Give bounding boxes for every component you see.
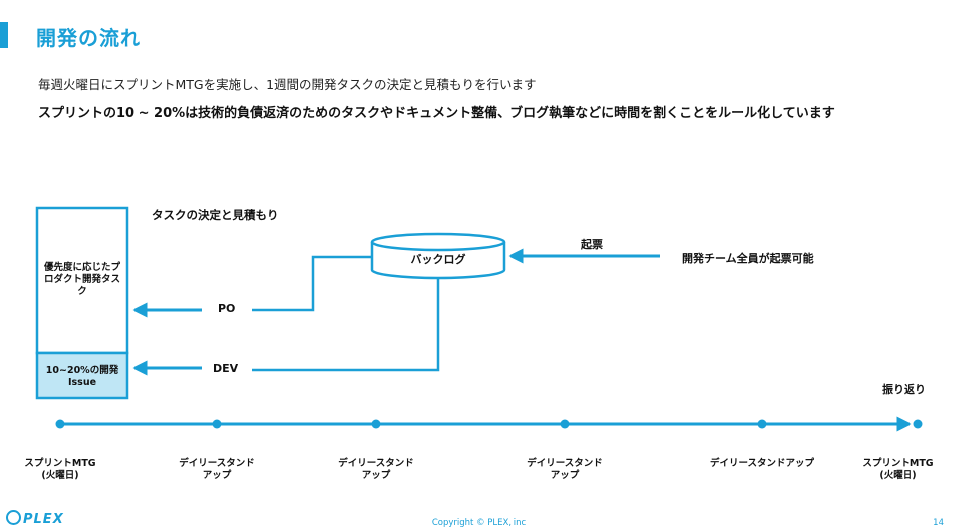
logo-text: PLEX: [23, 512, 64, 527]
plex-logo: PLEX: [6, 510, 64, 527]
timeline-dot: [560, 419, 570, 429]
timeline-label: デイリースタンド アップ: [527, 458, 603, 481]
backlog-cylinder: [370, 232, 506, 280]
timeline-label: スプリントMTG (火曜日): [24, 458, 96, 481]
team-label: 開発チーム全員が起票可能: [682, 252, 814, 265]
timeline-label: デイリースタンドアップ: [709, 458, 815, 469]
task-decision-label: タスクの決定と見積もり: [152, 208, 279, 222]
po-connector: [252, 255, 372, 312]
po-label: PO: [218, 302, 236, 315]
rule-description: スプリントの10 ~ 20%は技術的負債返済のためのタスクやドキュメント整備、ブ…: [38, 106, 835, 121]
kihyo-label: 起票: [581, 238, 603, 251]
description-line: 毎週火曜日にスプリントMTGを実施し、1週間の開発タスクの決定と見積もりを行いま…: [38, 77, 537, 92]
dev-connector: [252, 278, 440, 372]
page-title: 開発の流れ: [36, 26, 141, 50]
issue-label: 10~20%の開発Issue: [45, 365, 119, 388]
timeline-dot: [55, 419, 65, 429]
timeline-label: スプリントMTG (火曜日): [862, 458, 934, 481]
retrospective-label: 振り返り: [882, 383, 926, 396]
backlog-label: バックログ: [410, 253, 466, 266]
dev-label: DEV: [213, 362, 239, 375]
timeline-dot: [212, 419, 222, 429]
timeline-label: デイリースタンド アップ: [338, 458, 414, 481]
title-accent-bar: [0, 22, 8, 48]
timeline-dot: [913, 419, 923, 429]
timeline-label: デイリースタンド アップ: [179, 458, 255, 481]
sprint-box-bottom: [35, 351, 129, 400]
timeline-dot: [371, 419, 381, 429]
product-task-label: 優先度に応じたプロダクト開発タスク: [43, 262, 120, 297]
timeline-dot: [757, 419, 767, 429]
page-number: 14: [933, 518, 944, 528]
logo-ring-icon: [6, 510, 21, 525]
sprint-box-top: [35, 206, 129, 355]
copyright-text: Copyright © PLEX, inc: [431, 518, 527, 528]
